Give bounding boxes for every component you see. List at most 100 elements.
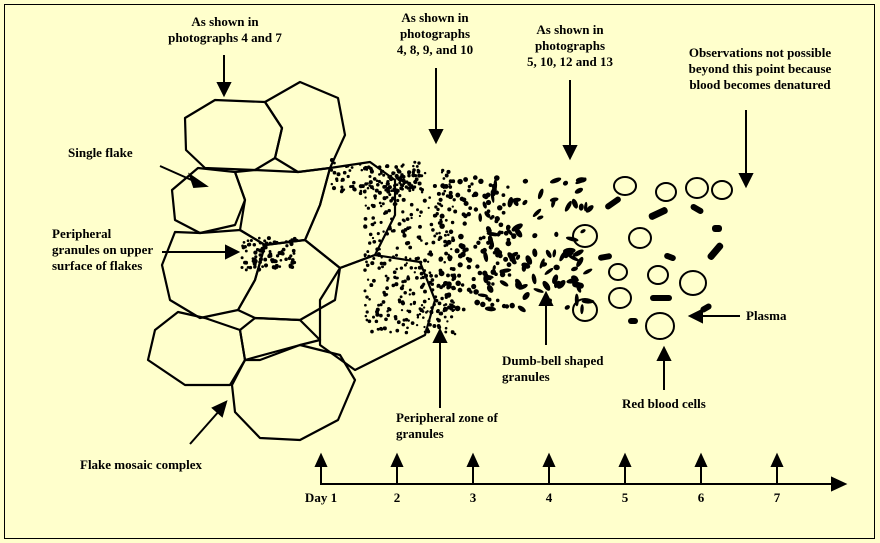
granule (421, 310, 425, 313)
granule (444, 173, 449, 178)
granule (418, 312, 422, 316)
red-blood-cell (572, 298, 598, 322)
granule (473, 289, 479, 295)
granule (371, 216, 375, 220)
granule (420, 239, 423, 242)
timeline-tick (542, 452, 556, 484)
granule (420, 191, 424, 194)
day-label: 6 (697, 490, 705, 505)
arrow-plasma (687, 308, 740, 324)
granule (475, 264, 480, 269)
granule (394, 253, 399, 257)
granule (404, 317, 409, 322)
timeline-tick (618, 452, 632, 484)
day-label: 5 (621, 490, 629, 505)
granule (408, 226, 412, 229)
dumbbell-granule (537, 188, 544, 200)
granule (415, 323, 419, 327)
dumbbell-granule (494, 247, 501, 254)
granule (386, 276, 390, 280)
granule (408, 288, 412, 292)
granule (392, 202, 397, 206)
granule (439, 223, 445, 229)
dumbbell-granule (532, 208, 542, 218)
granule (414, 256, 419, 261)
dumbbell-granule (496, 230, 502, 237)
dumbbell-granule (562, 180, 569, 186)
granule (429, 222, 434, 227)
flake (233, 166, 332, 247)
granule (415, 164, 419, 168)
granule (253, 257, 257, 261)
granule (395, 191, 399, 195)
granule (444, 251, 449, 256)
dumbbell-granule (544, 267, 554, 275)
granule (422, 282, 426, 286)
granule (442, 306, 448, 312)
granule (401, 218, 405, 222)
granule (488, 183, 493, 187)
granule (397, 298, 402, 302)
dumbbell-granule (545, 249, 552, 258)
granule (417, 181, 422, 186)
granule (419, 266, 423, 270)
dark-cell-fragments (572, 196, 724, 324)
granule (428, 271, 432, 275)
granule (335, 179, 339, 183)
granule (427, 252, 431, 256)
granule (419, 309, 423, 312)
granule (446, 169, 451, 174)
granule (441, 168, 445, 173)
granule (352, 187, 357, 191)
granule (365, 263, 370, 268)
granule (242, 241, 246, 244)
granule (382, 230, 385, 233)
granule (365, 168, 369, 171)
dumbbell-granule (499, 268, 512, 273)
granule (495, 261, 500, 266)
dumbbell-granule (536, 215, 544, 220)
granule (330, 182, 334, 186)
granule (394, 165, 399, 169)
dumbbell-granule (494, 216, 500, 222)
granule (449, 307, 454, 311)
granule (410, 216, 413, 220)
granule (370, 329, 374, 334)
granule (435, 232, 439, 235)
granule (452, 305, 456, 309)
granule (377, 253, 381, 257)
granule (436, 285, 440, 288)
dumbbell-granule (571, 275, 579, 282)
granule (423, 325, 426, 329)
dumbbell-granule (574, 187, 584, 194)
granule (422, 198, 427, 203)
granule (450, 247, 453, 251)
granule (375, 307, 380, 312)
granule (384, 184, 388, 188)
granule (423, 258, 427, 263)
granule (466, 212, 471, 217)
granule (275, 254, 280, 258)
granule (400, 308, 404, 312)
granule (443, 189, 447, 193)
granule (397, 222, 402, 226)
granule (342, 188, 346, 191)
granule (413, 271, 416, 274)
arrow-photos-4-8-9-10 (428, 68, 444, 145)
dumbbell-granule (511, 233, 517, 239)
timeline-tick (770, 452, 784, 484)
granule (329, 158, 335, 163)
granule (439, 220, 443, 224)
granule (408, 189, 412, 193)
granule (272, 240, 277, 245)
dumbbell-granule (553, 264, 560, 271)
flake (230, 343, 357, 442)
granule (501, 193, 506, 197)
granule (366, 182, 369, 185)
granule (379, 326, 383, 331)
granule (367, 319, 372, 324)
granule (446, 285, 451, 290)
dumbbell-granule (521, 262, 531, 269)
granule (406, 276, 411, 281)
granule (432, 302, 436, 307)
